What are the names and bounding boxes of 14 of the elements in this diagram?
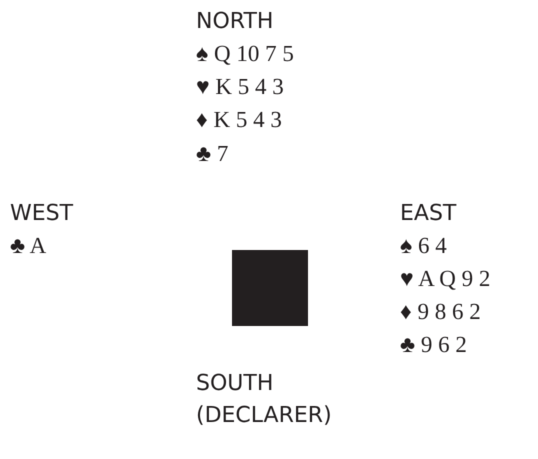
- player-name: WEST: [10, 200, 74, 228]
- table-square: [232, 250, 308, 326]
- player-name: NORTH: [196, 8, 274, 36]
- card-holding: ♣ A: [10, 232, 46, 260]
- player-name: SOUTH (DECLARER): [196, 370, 333, 430]
- card-holding: ♣ 9 6 2: [400, 331, 467, 359]
- card-holding: ♥ K 5 4 3: [196, 73, 284, 101]
- card-holding: ♣ 7: [196, 140, 228, 168]
- player-name: EAST: [400, 200, 456, 228]
- card-holding: ♠ Q 10 7 5: [196, 40, 294, 68]
- card-holding: ♦ K 5 4 3: [196, 106, 282, 134]
- card-holding: ♦ 9 8 6 2: [400, 298, 481, 326]
- card-holding: ♥ A Q 9 2: [400, 265, 490, 293]
- card-holding: ♠ 6 4: [400, 232, 447, 260]
